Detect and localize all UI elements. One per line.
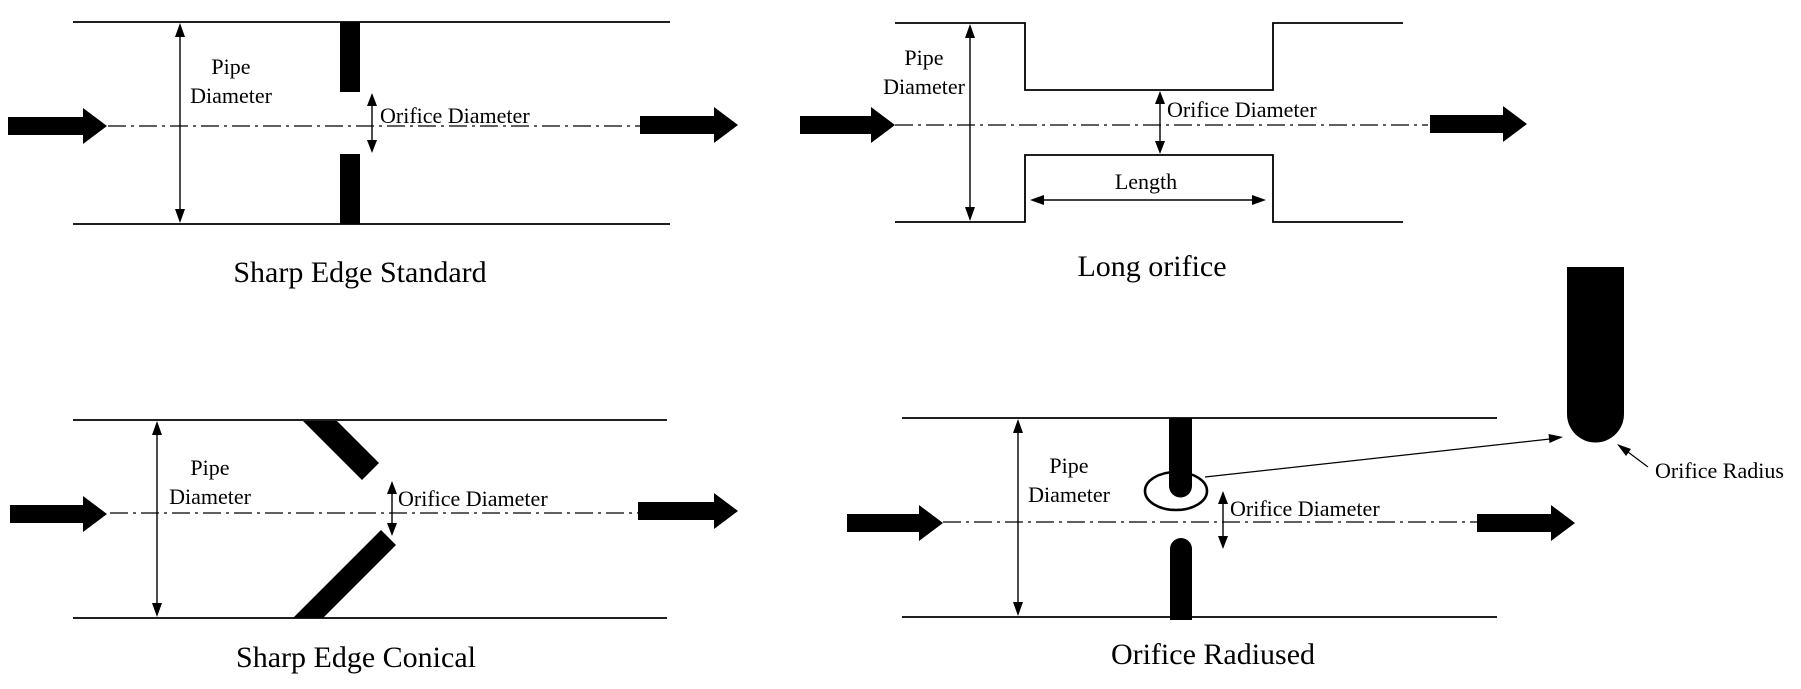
diagram-long-orifice — [800, 22, 1527, 223]
pipe-diameter-label: Pipe Diameter — [190, 54, 272, 108]
flow-arrow-outlet — [638, 493, 738, 529]
pipe-diameter-dim-arrow — [175, 23, 185, 223]
orifice-diameter-label: Orifice Diameter — [1230, 496, 1380, 521]
orifice-diameter-dim-arrow — [387, 481, 397, 536]
diagram-sharp-edge-conical — [10, 419, 738, 619]
orifice-diameter-dim-arrow — [1218, 491, 1228, 549]
diagram-title: Sharp Edge Standard — [233, 256, 487, 289]
length-label: Length — [1114, 169, 1178, 194]
conical-plate-lower — [293, 530, 396, 618]
diagram-title: Sharp Edge Conical — [236, 641, 476, 674]
orifice-diameter-label: Orifice Diameter — [1167, 97, 1317, 122]
pipe-diameter-label: Pipe Diameter — [169, 455, 251, 509]
orifice-edge-highlight-ellipse — [1143, 470, 1209, 512]
radiused-plate-upper — [1169, 418, 1192, 498]
flow-arrow-inlet — [10, 496, 107, 532]
orifice-radius-label: Orifice Radius — [1655, 458, 1784, 483]
diagram-orifice-radiused — [847, 267, 1649, 620]
radius-label-leader-arrow — [1617, 444, 1649, 468]
pipe-wall-top — [895, 22, 1403, 91]
pipe-diameter-dim-arrow — [965, 24, 975, 221]
orifice-diameter-label: Orifice Diameter — [398, 486, 548, 511]
diagram-sharp-edge-standard — [8, 21, 738, 225]
pipe-diameter-label: Pipe Diameter — [883, 45, 965, 99]
diagram-title: Long orifice — [1077, 250, 1227, 283]
flow-arrow-outlet — [1477, 505, 1575, 541]
orifice-diameter-dim-arrow — [367, 93, 377, 153]
orifice-plate-upper — [340, 22, 360, 92]
radiused-plate-lower — [1170, 538, 1192, 620]
conical-plate-upper — [303, 421, 379, 480]
detail-leader-arrow — [1204, 434, 1563, 478]
detail-radiused-edge — [1567, 267, 1624, 443]
flow-arrow-inlet — [847, 505, 943, 541]
pipe-diameter-dim-arrow — [1013, 419, 1023, 616]
flow-arrow-inlet — [8, 108, 107, 144]
flow-arrow-outlet — [1430, 106, 1527, 142]
pipe-wall-bottom — [895, 154, 1403, 223]
flow-arrow-outlet — [640, 107, 738, 143]
orifice-plate-lower — [340, 154, 360, 224]
length-dim-arrow — [1030, 195, 1266, 205]
pipe-diameter-label: Pipe Diameter — [1028, 453, 1110, 507]
flow-arrow-inlet — [800, 107, 895, 143]
diagram-title: Orifice Radiused — [1110, 638, 1316, 671]
pipe-diameter-dim-arrow — [152, 421, 162, 617]
orifice-diameter-label: Orifice Diameter — [380, 103, 530, 128]
orifice-diameter-dim-arrow — [1155, 91, 1165, 154]
